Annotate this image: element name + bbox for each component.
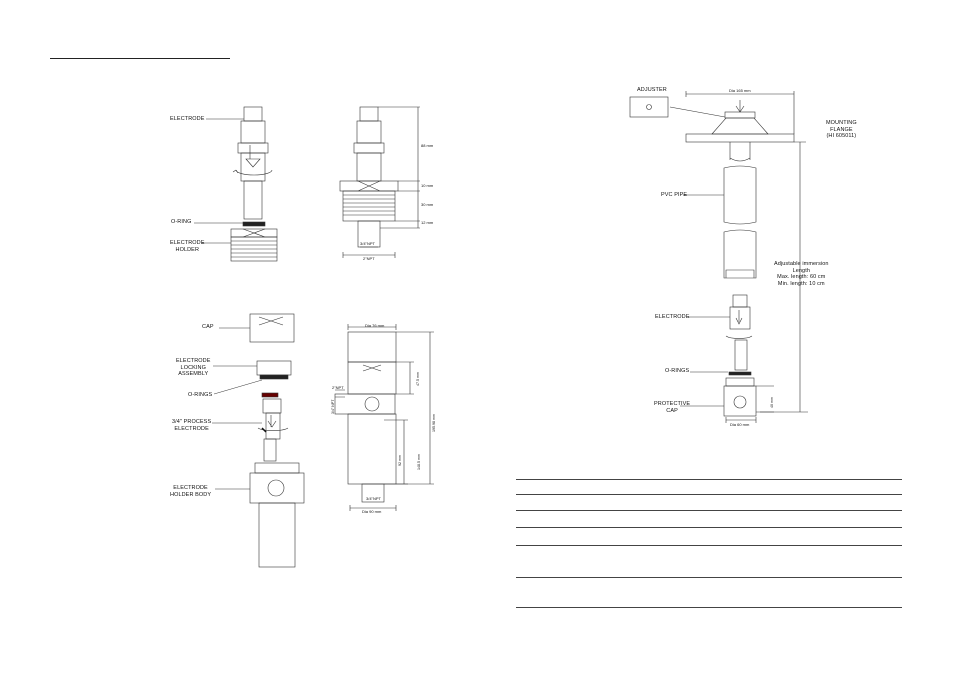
immersion-assembly-drawing: [629, 91, 808, 423]
dim-92: 92 mm: [398, 455, 402, 466]
electrode-dimension-drawing: [339, 106, 420, 258]
dim-3-4-npt-bottom: 3/4"NPT: [366, 496, 381, 501]
dim-cap-length: 40 mm: [770, 397, 774, 408]
dim-88mm: 88 mm: [421, 143, 434, 148]
dim-2-npt-holder: 2"NPT: [332, 385, 344, 390]
dim-dia-90: Dia 90 mm: [362, 509, 382, 514]
table-rule-1: [516, 479, 902, 480]
dim-10mm: 10 mm: [421, 183, 434, 188]
dim-3-4-npt-side: 3/4" NPT: [331, 399, 335, 414]
dim-dia-60: Dia 60 mm: [730, 422, 750, 427]
label-cap: CAP: [202, 324, 214, 330]
table-rule-7: [516, 607, 902, 608]
table-rule-3: [516, 510, 902, 511]
holder-exploded-drawing: [249, 313, 305, 568]
dim-dia-76: Dia 76 mm: [365, 323, 385, 328]
label-pvc-pipe: PVC PIPE: [661, 192, 688, 198]
dim-dia-165: Dia 165 mm: [729, 88, 751, 93]
dim-3-4-npt: 3/4"NPT: [360, 241, 375, 246]
dim-195-98: 195.98 mm: [432, 414, 436, 432]
leader-lines: [194, 118, 730, 490]
table-rule-4: [516, 527, 902, 528]
table-rule-5: [516, 545, 902, 546]
electrode-exploded-drawing: [230, 106, 278, 262]
dim-2-npt: 2"NPT: [363, 256, 375, 261]
label-electrode: ELECTRODE: [170, 116, 205, 122]
dim-47-5: 47.5 mm: [416, 372, 420, 386]
label-o-rings: O-RINGS: [188, 392, 213, 398]
label-adjuster: ADJUSTER: [637, 87, 667, 93]
dim-12mm: 12 mm: [421, 220, 434, 225]
holder-dimension-drawing: [334, 324, 434, 511]
label-o-ring: O-RING: [171, 219, 192, 225]
dim-148-5: 148.5 mm: [417, 454, 421, 470]
label-o-rings-fig3: O-RINGS: [665, 368, 690, 374]
label-electrode-fig3: ELECTRODE: [655, 314, 690, 320]
dim-30mm: 30 mm: [421, 202, 434, 207]
table-rule-2: [516, 494, 902, 495]
section-heading-rule: [50, 58, 230, 59]
table-rule-6: [516, 577, 902, 578]
